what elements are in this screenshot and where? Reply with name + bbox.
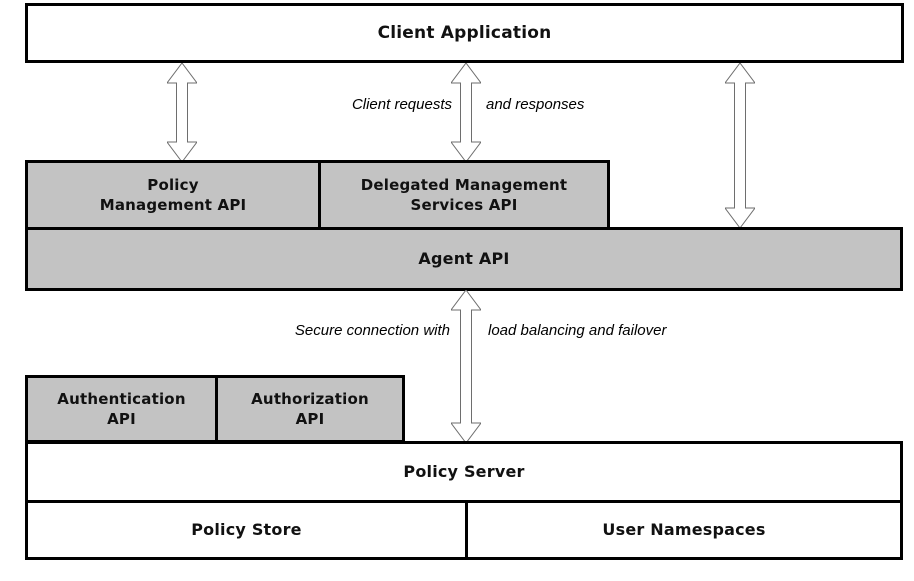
delegated-management-services-api-box: Delegated Management Services API <box>318 160 610 230</box>
authentication-api-box: Authentication API <box>25 375 218 443</box>
annotation-client-requests: Client requests <box>351 96 452 113</box>
user-namespaces-box: User Namespaces <box>465 500 903 560</box>
annotation-and-responses: and responses <box>486 96 585 113</box>
agent-api-box: Agent API <box>25 227 903 291</box>
arrow-client-to-agent-api <box>725 63 755 228</box>
client-application-box: Client Application <box>25 3 904 63</box>
policy-server-box: Policy Server <box>25 441 903 503</box>
arrow-client-to-policy-management <box>167 63 197 162</box>
policy-store-box: Policy Store <box>25 500 468 560</box>
arrow-client-to-delegated-services <box>451 63 481 162</box>
policy-management-api-box: Policy Management API <box>25 160 321 230</box>
arrow-agent-to-policy-server <box>451 290 481 443</box>
annotation-secure-connection: Secure connection with <box>294 322 450 339</box>
annotation-load-balancing: load balancing and failover <box>488 322 667 339</box>
authorization-api-box: Authorization API <box>215 375 405 443</box>
